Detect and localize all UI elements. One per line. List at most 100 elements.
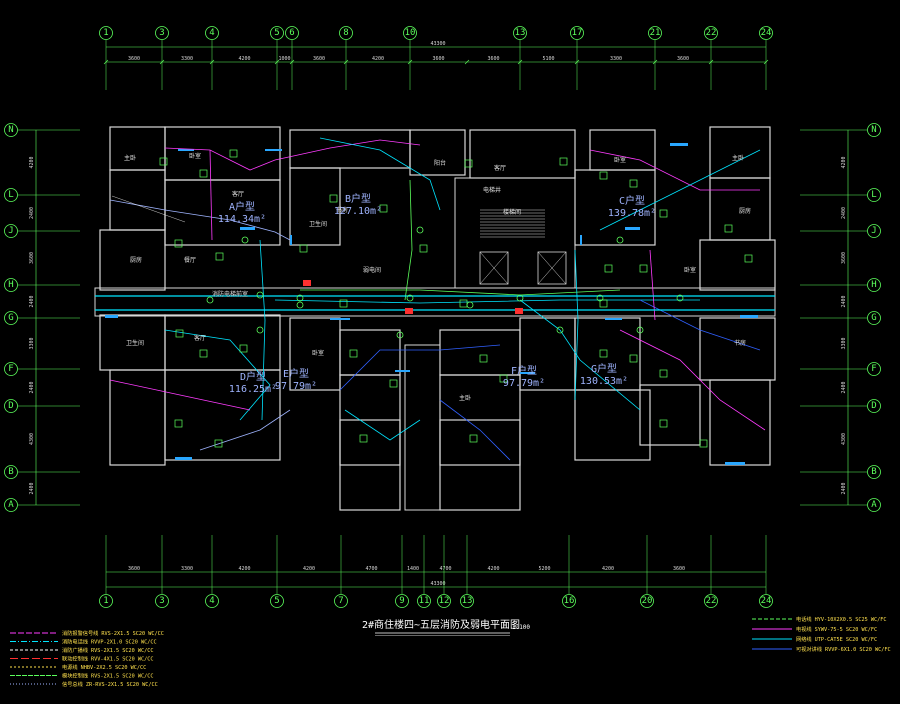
device-box [299, 244, 308, 253]
device-box [599, 349, 608, 358]
axis-bubble-bottom [562, 594, 576, 608]
wiring-run [404, 179, 413, 301]
wall-room-outline [339, 419, 401, 511]
title-block: 2#商住楼四~五层消防及弱电平面图 1:100 [362, 618, 530, 636]
device-box [659, 369, 668, 378]
wall-room-outline [589, 129, 656, 171]
axis-bubble-top [403, 26, 417, 40]
wall-room-outline [99, 229, 166, 291]
axis-bubble-bottom [270, 594, 284, 608]
wall-room-outline [289, 129, 411, 169]
axis-label-bottom: 13 [462, 596, 473, 606]
axis-bubble-left [4, 465, 18, 479]
smoke-detector [406, 294, 414, 302]
device-box [159, 157, 168, 166]
wall-room-outline [709, 379, 771, 466]
unit-area-label: 116.25m² [229, 384, 277, 395]
device-box [639, 264, 648, 273]
dim-value-top: 3600 [432, 56, 444, 62]
axis-label-bottom: 9 [399, 596, 404, 606]
smoke-detector [596, 294, 604, 302]
axis-label-top: 3 [159, 28, 164, 38]
device-box [199, 169, 208, 178]
axis-bubble-bottom [99, 594, 113, 608]
axis-bubble-bottom [155, 594, 169, 608]
device-box [604, 264, 613, 273]
core-outline [454, 177, 576, 289]
dim-total-top: 43300 [430, 41, 445, 47]
wall-room-outline [109, 369, 166, 466]
dim-value-top: 1000 [278, 56, 290, 62]
axis-bubble-top [339, 26, 353, 40]
room-label: 客厅 [194, 334, 206, 342]
axis-label-bottom: 16 [564, 596, 575, 606]
unit-area-label: 130.53m² [580, 376, 628, 387]
axis-bubble-left [4, 311, 18, 325]
device-box [629, 354, 638, 363]
wall-room-outline [574, 389, 651, 461]
device-box [379, 204, 388, 213]
legend-left-label: 联动控制线 RVV-4X1.5 SC20 WC/CC [62, 655, 154, 663]
dim-value-top: 3300 [181, 56, 193, 62]
window-marker [178, 149, 194, 151]
wall-room-outline [469, 129, 576, 179]
axis-label-right: B [871, 467, 876, 477]
device-box [459, 299, 468, 308]
device-box [199, 349, 208, 358]
dim-value-top: 3600 [128, 56, 140, 62]
room-label: 书房 [734, 339, 746, 347]
room-label: 书房 [336, 206, 348, 214]
axis-bubble-left [4, 399, 18, 413]
elevator-x4 [537, 251, 567, 285]
wiring-run [619, 329, 766, 431]
smoke-detector [676, 294, 684, 302]
unit-type-label: B户型 [345, 192, 371, 205]
window-marker [290, 235, 292, 245]
device-box [599, 299, 608, 308]
window-marker [240, 227, 255, 230]
axis-bubble-right [867, 465, 881, 479]
wiring-run [164, 139, 421, 171]
axis-bubble-top [570, 26, 584, 40]
dim-value-right: 3300 [841, 337, 847, 349]
corridor-outline [94, 287, 776, 317]
wiring-run [164, 329, 271, 421]
device-box [744, 254, 753, 263]
device-box [229, 149, 238, 158]
alarm-bell-2 [405, 308, 413, 314]
wiring-run [274, 299, 700, 304]
axis-label-top: 6 [289, 28, 294, 38]
legend-left-label: 信号总线 ZR-RVS-2X1.5 SC20 WC/CC [62, 680, 158, 688]
axis-bubble-right [867, 498, 881, 512]
axis-label-top: 22 [706, 28, 717, 38]
window-marker [670, 143, 688, 146]
wall-room-outline [409, 129, 466, 176]
unit-area-label: 127.10m² [334, 206, 382, 217]
device-box [469, 434, 478, 443]
room-label: 餐厅 [184, 256, 196, 264]
axis-label-bottom: 22 [706, 596, 717, 606]
axis-bubble-right [867, 123, 881, 137]
window-marker [395, 370, 410, 372]
window-marker [330, 318, 350, 320]
axis-bubble-left [4, 123, 18, 137]
window-marker [725, 462, 745, 465]
wiring-run [599, 149, 761, 231]
axis-bubble-top [285, 26, 299, 40]
axis-label-top: 4 [209, 28, 214, 38]
dim-value-top: 3600 [487, 56, 499, 62]
dim-value-right: 2400 [841, 207, 847, 219]
room-label: 厨房 [739, 207, 751, 215]
wiring-run [519, 299, 641, 411]
dim-value-bottom: 4700 [365, 566, 377, 572]
wiring-run [649, 249, 656, 321]
axis-label-left: B [8, 467, 13, 477]
smoke-detector [556, 326, 564, 334]
smoke-detector [516, 294, 524, 302]
axis-bubble-top [205, 26, 219, 40]
device-box [214, 439, 223, 448]
drawing-scale: 1:100 [512, 624, 530, 631]
note-label: 楼梯间 [503, 208, 521, 216]
device-box [479, 354, 488, 363]
